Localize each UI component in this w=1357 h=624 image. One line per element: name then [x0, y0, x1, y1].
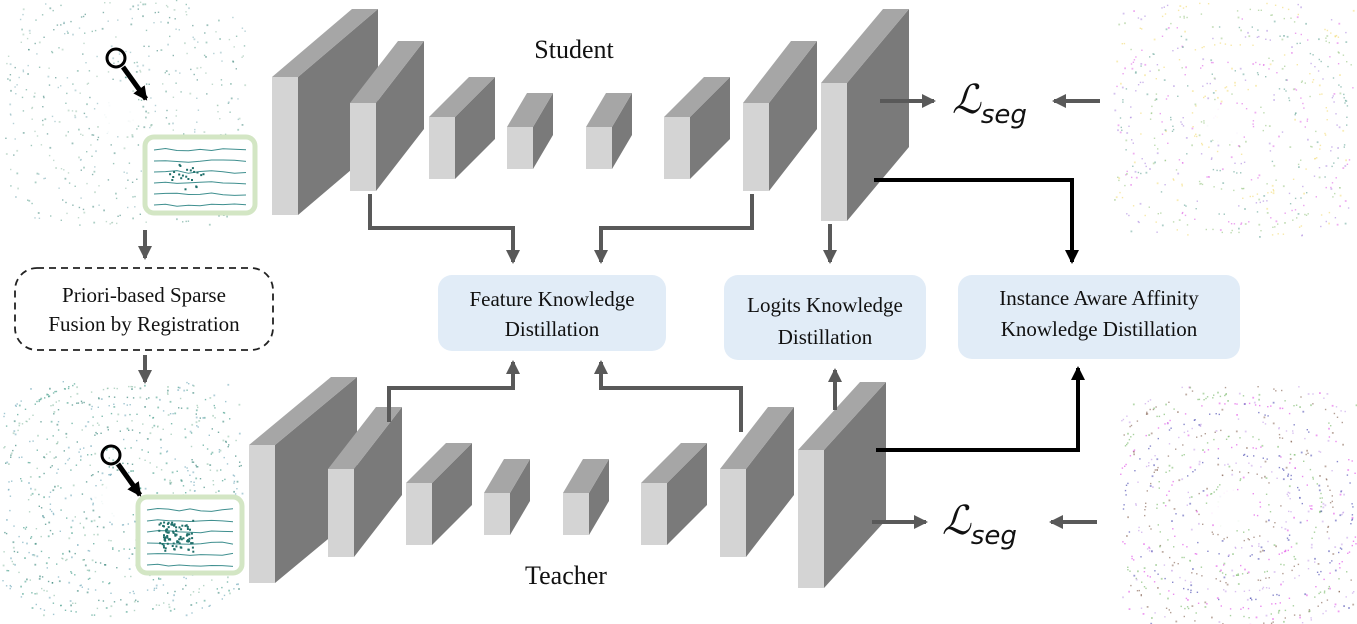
teacher-layer-block	[720, 407, 794, 557]
feature-distill-connectors	[368, 194, 842, 432]
student-layer-block	[743, 41, 817, 191]
teacher-loss: ℒseg	[942, 498, 1017, 551]
instance-kd-box: Instance Aware Affinity Knowledge Distil…	[958, 275, 1240, 359]
instance-kd-line2: Knowledge Distillation	[1001, 317, 1198, 341]
sparse-point-cloud-image	[5, 0, 247, 226]
student-network	[272, 9, 909, 221]
instance-kd-line1: Instance Aware Affinity	[999, 286, 1199, 310]
student-layer-block	[821, 9, 909, 221]
student-layer-block	[664, 77, 730, 179]
logits-kd-line1: Logits Knowledge	[747, 293, 903, 317]
teacher-label: Teacher	[525, 561, 607, 590]
student-loss: ℒseg	[952, 77, 1027, 130]
feature-kd-box: Feature Knowledge Distillation	[438, 275, 666, 351]
sparse-zoom-inset	[105, 47, 258, 216]
fusion-label-line2: Fusion by Registration	[48, 312, 240, 336]
dense-zoom-inset	[100, 444, 245, 576]
teacher-layer-block	[328, 407, 402, 557]
student-segmentation-output-image	[1113, 2, 1355, 238]
loss-subscript: seg	[981, 100, 1027, 130]
student-layer-block	[429, 77, 495, 179]
teacher-layer-block	[484, 459, 530, 535]
feature-kd-line1: Feature Knowledge	[469, 287, 634, 311]
student-layer-block	[507, 93, 553, 169]
student-label: Student	[534, 35, 614, 64]
student-layer-block	[350, 41, 424, 191]
instance-distill-connectors	[874, 178, 1085, 452]
loss-symbol: ℒ	[952, 77, 982, 123]
teacher-segmentation-output-image	[1120, 386, 1357, 624]
loss-symbol: ℒ	[942, 498, 972, 544]
teacher-layer-block	[563, 459, 609, 535]
svg-text:ℒseg: ℒseg	[942, 498, 1017, 551]
teacher-layer-block	[406, 443, 472, 545]
logits-kd-line2: Distillation	[778, 325, 873, 349]
svg-text:ℒseg: ℒseg	[952, 77, 1027, 130]
teacher-layer-block	[798, 382, 886, 588]
fusion-box: Priori-based Sparse Fusion by Registrati…	[14, 267, 274, 351]
feature-kd-line2: Distillation	[505, 317, 600, 341]
teacher-network	[249, 377, 886, 588]
teacher-layer-block	[641, 443, 707, 545]
student-layer-block	[586, 93, 632, 169]
fusion-label-line1: Priori-based Sparse	[62, 283, 226, 307]
loss-subscript: seg	[971, 521, 1017, 551]
logits-kd-box: Logits Knowledge Distillation	[724, 275, 926, 360]
